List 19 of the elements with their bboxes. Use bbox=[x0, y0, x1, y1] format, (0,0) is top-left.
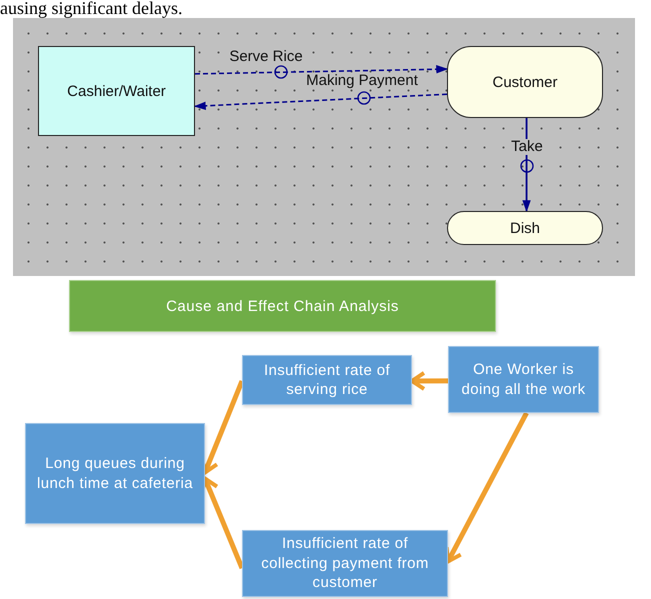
rounded-box bbox=[447, 211, 603, 245]
edge-label: Making Payment bbox=[304, 73, 420, 89]
entity-box bbox=[38, 46, 195, 136]
rounded-box bbox=[447, 46, 603, 118]
title-banner bbox=[69, 280, 496, 332]
edge-label: Take bbox=[509, 139, 545, 155]
process-box bbox=[242, 355, 412, 405]
node-text: Insufficient rate of collecting payment from customer bbox=[260, 534, 430, 593]
process-box bbox=[25, 423, 205, 524]
node-text: Insufficient rate of serving rice bbox=[262, 360, 392, 400]
node-text: Cause and Effect Chain Analysis bbox=[166, 298, 399, 314]
process-box bbox=[448, 346, 599, 413]
node-text: Long queues during lunch time at cafeteria bbox=[36, 454, 194, 493]
sentence-text: ausing significant delays. bbox=[0, 0, 182, 17]
node-text: Dish bbox=[510, 220, 540, 236]
node-text: One Worker is doing all the work bbox=[460, 360, 586, 399]
node-text: Cashier/Waiter bbox=[67, 82, 166, 100]
process-box bbox=[242, 530, 448, 597]
node-text: Customer bbox=[492, 74, 558, 90]
